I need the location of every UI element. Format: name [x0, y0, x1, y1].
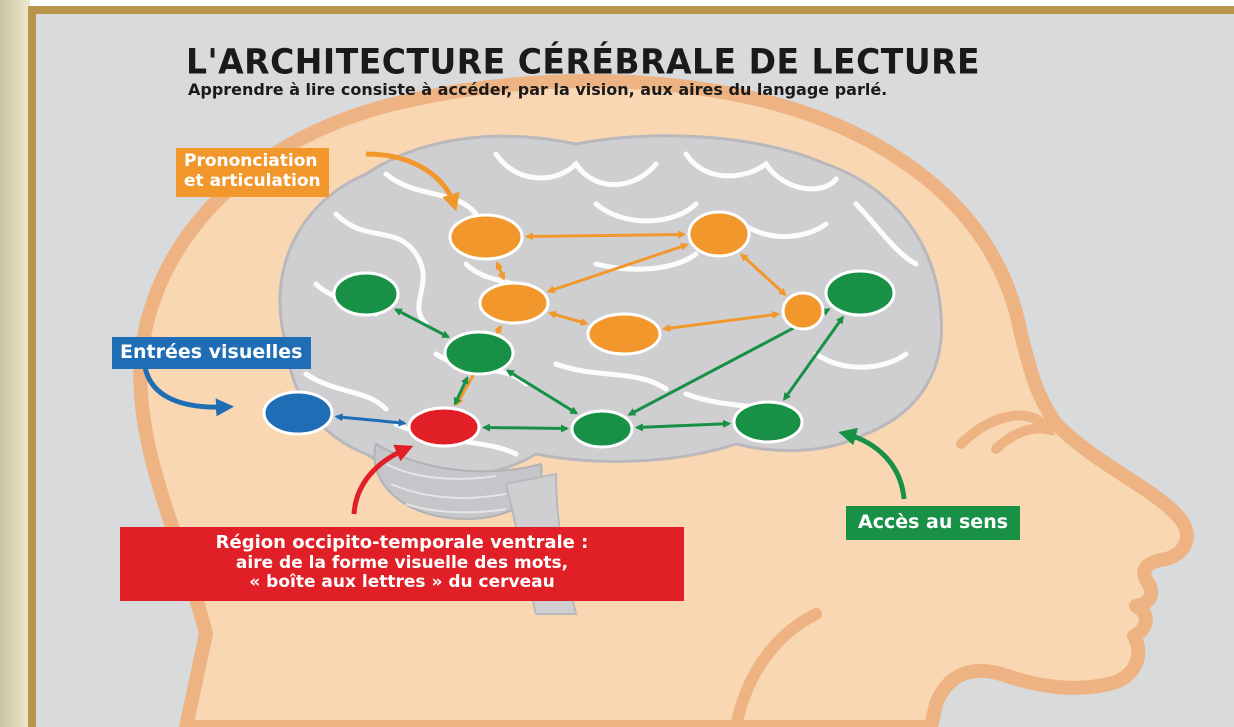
region-node-o2 [689, 212, 749, 256]
region-node-g3 [572, 411, 632, 447]
connection-o1-o2 [527, 234, 684, 236]
word-form-area-label: Région occipito-temporale ventrale : air… [120, 527, 684, 601]
region-node-r1 [409, 408, 479, 446]
page-subtitle: Apprendre à lire consiste à accéder, par… [188, 80, 887, 99]
region-label-line3: « boîte aux lettres » du cerveau [126, 573, 678, 593]
region-node-o5 [783, 293, 823, 329]
frame-left-bar [28, 6, 36, 727]
region-node-o1 [450, 215, 522, 259]
connection-r1-g3 [484, 428, 567, 429]
pronunciation-label-line2: et articulation [184, 172, 321, 192]
frame-left-border [0, 0, 30, 727]
pronunciation-label: Prononciation et articulation [176, 148, 329, 197]
frame-top-border [28, 6, 1234, 14]
region-node-g2 [445, 332, 513, 374]
region-node-o4 [588, 314, 660, 354]
visual-inputs-label: Entrées visuelles [112, 337, 311, 369]
region-node-g5 [826, 271, 894, 315]
diagram-panel: L'ARCHITECTURE CÉRÉBRALE DE LECTURE Appr… [36, 14, 1234, 727]
region-node-g4 [734, 402, 802, 442]
meaning-access-label: Accès au sens [846, 506, 1020, 540]
region-node-b1 [264, 392, 332, 434]
brain-illustration [36, 14, 1234, 727]
region-label-line2: aire de la forme visuelle des mots, [126, 554, 678, 574]
region-node-g1 [334, 273, 398, 315]
region-label-line1: Région occipito-temporale ventrale : [126, 533, 678, 554]
region-node-o3 [480, 283, 548, 323]
page-title: L'ARCHITECTURE CÉRÉBRALE DE LECTURE [186, 41, 980, 82]
pronunciation-label-line1: Prononciation [184, 152, 321, 172]
